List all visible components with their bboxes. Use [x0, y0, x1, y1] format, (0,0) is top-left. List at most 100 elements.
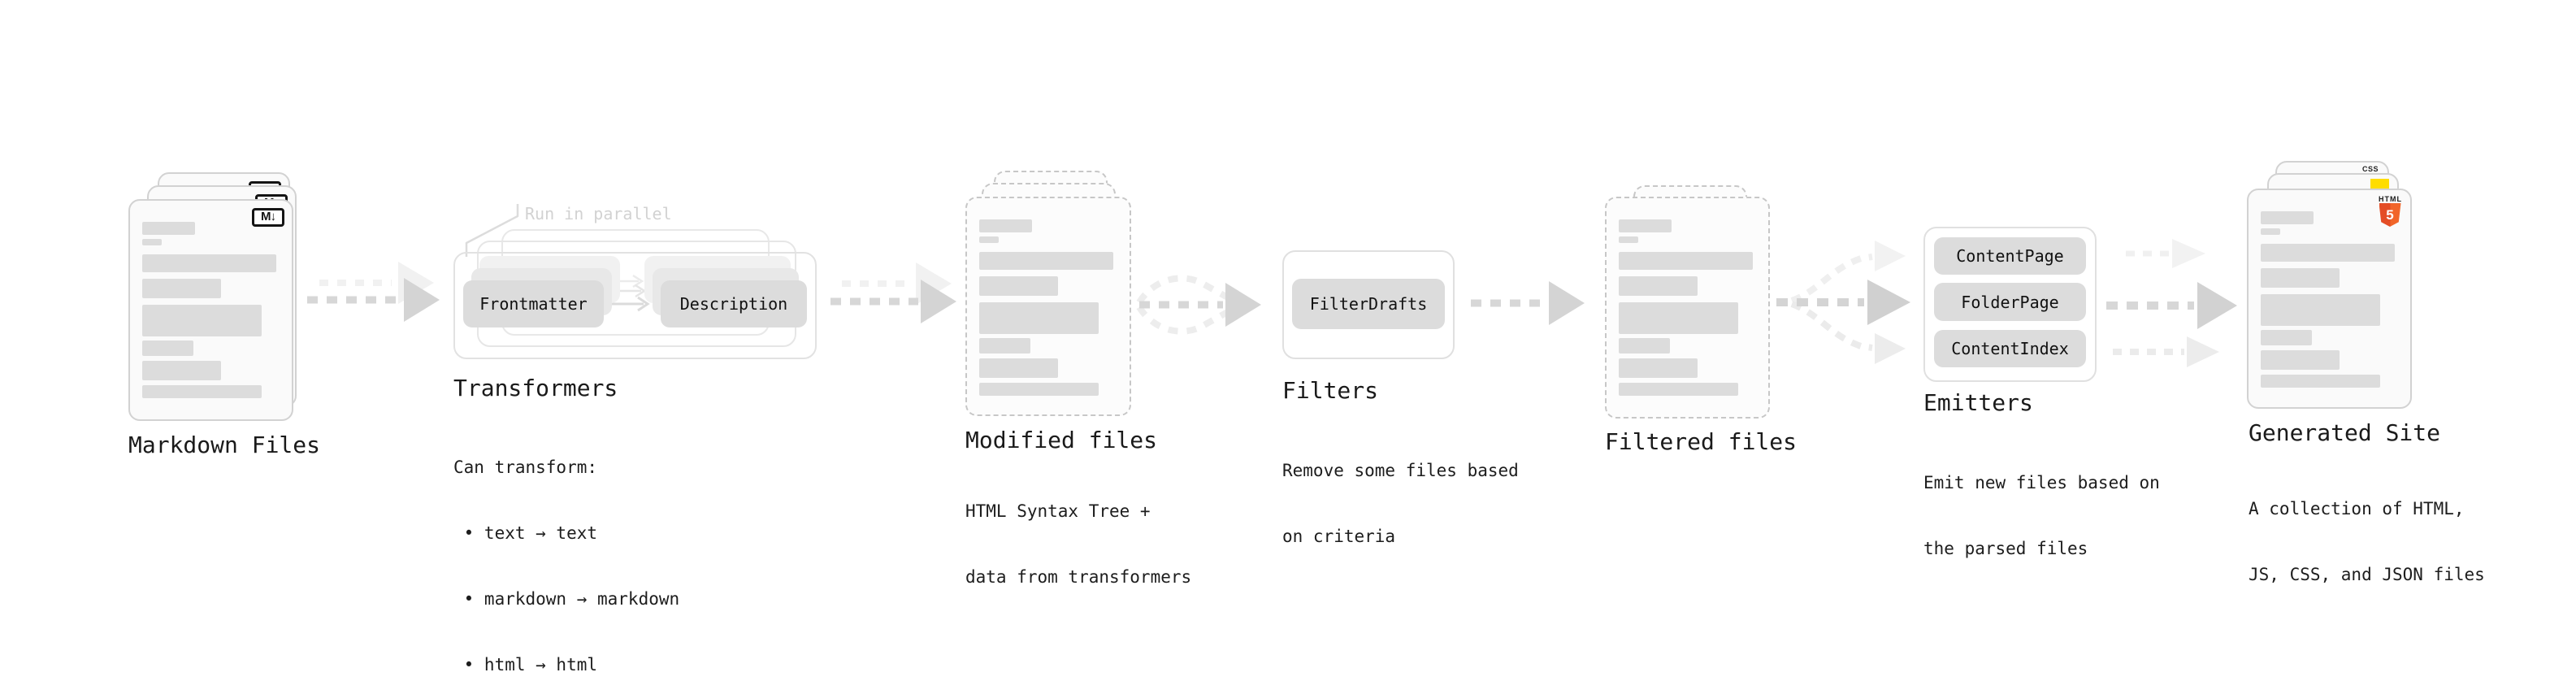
- branch-curve-bottom: [1790, 301, 1873, 351]
- arrow-filtered-to-emitters: [1776, 241, 1910, 364]
- file-content-placeholder: [1619, 219, 1753, 396]
- transformers-title: Transformers: [453, 375, 618, 401]
- html5-icon: HTML 5: [2379, 195, 2401, 227]
- contentindex-emitter: ContentIndex: [1934, 330, 2086, 367]
- arrow-mid-head: [2197, 282, 2237, 329]
- arrow-head: [921, 280, 956, 323]
- content-bar: [1619, 383, 1738, 396]
- desc-line: Emit new files based on: [1923, 473, 2160, 492]
- content-bar: [2261, 211, 2314, 224]
- content-bar: [142, 361, 221, 380]
- run-in-parallel-pointer-line: [465, 204, 519, 257]
- emitters-description: Emit new files based on the parsed files: [1923, 428, 2160, 604]
- merge-curve-bottom: [1136, 303, 1242, 335]
- content-bar: [2261, 375, 2380, 388]
- js-icon: [2370, 179, 2389, 189]
- filtered-file-card-front: [1605, 197, 1770, 419]
- content-bar: [1619, 338, 1670, 354]
- arrow-transformers-to-modified: [830, 262, 956, 323]
- html5-icon-label: HTML: [2379, 195, 2402, 203]
- content-bar: [1619, 302, 1738, 334]
- filters-description: Remove some files based on criteria: [1282, 416, 1519, 592]
- content-bar: [142, 239, 162, 245]
- filters-title: Filters: [1282, 377, 1379, 404]
- content-bar: [142, 340, 193, 356]
- run-in-parallel-note: Run in parallel: [525, 204, 672, 223]
- desc-line: A collection of HTML,: [2249, 499, 2465, 518]
- arrow-markdown-to-transformers: [307, 262, 440, 322]
- markdown-files-node: M↓ M↓ M↓: [128, 172, 332, 432]
- content-bar: [979, 219, 1032, 232]
- desc-line: • html → html: [453, 655, 598, 674]
- markdown-icon: M↓: [252, 208, 284, 227]
- arrow-head: [1225, 283, 1261, 327]
- arrow-top-head: [2172, 239, 2205, 268]
- html5-shield-icon: 5: [2379, 203, 2401, 227]
- contentpage-emitter: ContentPage: [1934, 237, 2086, 275]
- markdown-files-title: Markdown Files: [128, 432, 321, 458]
- arrow-emitters-to-generated: [2106, 239, 2237, 367]
- arrow-head: [1549, 281, 1585, 325]
- markdown-file-card-front: M↓: [128, 199, 293, 421]
- content-bar: [2261, 330, 2312, 345]
- content-bar: [1619, 358, 1698, 378]
- arrow-head: [1867, 280, 1910, 325]
- desc-line: • text → text: [453, 523, 598, 543]
- content-bar: [979, 252, 1113, 270]
- desc-line: Remove some files based: [1282, 461, 1519, 480]
- desc-line: data from transformers: [965, 567, 1192, 587]
- desc-line: Can transform:: [453, 458, 598, 477]
- content-bar: [142, 305, 262, 336]
- modified-files-title: Modified files: [965, 427, 1158, 453]
- generated-site-title: Generated Site: [2249, 419, 2441, 446]
- content-bar: [1619, 219, 1672, 232]
- merge-curve-top: [1136, 275, 1242, 306]
- arrow-modified-to-filters: [1136, 275, 1261, 335]
- branch-curve-top: [1790, 254, 1873, 304]
- file-content-placeholder: [2261, 211, 2395, 388]
- transformers-frame-front: [453, 252, 817, 359]
- file-content-placeholder: [979, 219, 1113, 396]
- description-transformer: Description: [661, 280, 807, 327]
- arrow-head: [404, 278, 440, 322]
- content-bar: [142, 279, 221, 298]
- content-bar: [979, 302, 1099, 334]
- generated-file-card-html: HTML 5: [2247, 189, 2412, 409]
- desc-line: • markdown → markdown: [453, 589, 680, 609]
- content-bar: [979, 338, 1030, 354]
- emitters-title: Emitters: [1923, 389, 2033, 416]
- filterdrafts-filter: FilterDrafts: [1292, 279, 1445, 329]
- frontmatter-transformer: Frontmatter: [463, 280, 604, 327]
- arrow-filters-to-filtered: [1471, 281, 1585, 325]
- content-bar: [2261, 268, 2340, 288]
- desc-line: the parsed files: [1923, 539, 2088, 558]
- filtered-files-title: Filtered files: [1605, 428, 1798, 455]
- content-bar: [979, 358, 1058, 378]
- desc-line: HTML Syntax Tree +: [965, 501, 1151, 521]
- modified-file-card-front: [965, 197, 1131, 416]
- generated-site-description: A collection of HTML, JS, CSS, and JSON …: [2249, 454, 2485, 630]
- content-bar: [142, 254, 276, 272]
- branch-head-top: [1875, 241, 1906, 271]
- content-bar: [979, 236, 999, 243]
- transformers-description: Can transform: • text → text • markdown …: [453, 413, 679, 681]
- content-bar: [142, 222, 195, 235]
- content-bar: [2261, 350, 2340, 370]
- content-bar: [2261, 294, 2380, 326]
- content-bar: [979, 383, 1099, 396]
- content-bar: [1619, 236, 1638, 243]
- generated-site-node: CSS HTML 5: [2247, 161, 2442, 421]
- content-bar: [2261, 244, 2395, 262]
- content-bar: [1619, 276, 1698, 296]
- content-bar: [979, 276, 1058, 296]
- content-bar: [1619, 252, 1753, 270]
- css-icon-label: CSS: [2361, 165, 2379, 173]
- content-bar: [2261, 228, 2280, 235]
- modified-files-description: HTML Syntax Tree + data from transformer…: [965, 457, 1191, 632]
- desc-line: JS, CSS, and JSON files: [2249, 565, 2485, 584]
- branch-head-bottom: [1875, 333, 1906, 364]
- step-arrow-3-head: [637, 296, 650, 312]
- content-bar: [142, 385, 262, 398]
